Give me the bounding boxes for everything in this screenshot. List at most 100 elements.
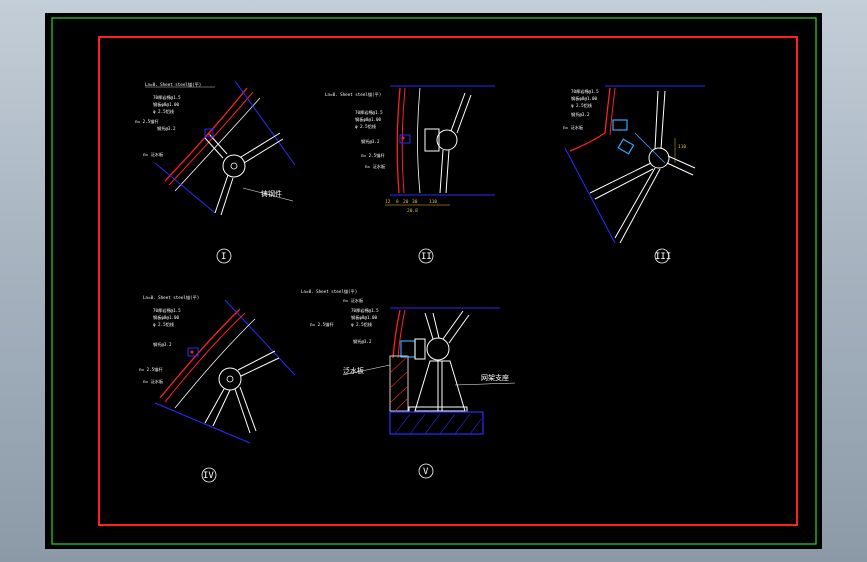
label-2: 钢板φ8@1.00 [153, 101, 180, 108]
ball-joint [436, 129, 458, 151]
detail-number: II [421, 252, 432, 262]
callout-flashing: 泛水板 [343, 366, 364, 375]
roof-panel-arc-1 [159, 308, 241, 399]
strut-down-1 [589, 162, 654, 200]
roof-panel-arc-2 [164, 312, 246, 403]
bracket-1 [612, 119, 628, 131]
ball-joint [218, 367, 242, 391]
connector-plate [424, 128, 440, 152]
bracket-2 [617, 138, 635, 155]
top-note: Ln=0. Sheet steel锚(平) [143, 294, 199, 301]
roof-panel-arc-2 [609, 87, 616, 136]
strut-right [666, 155, 696, 176]
top-note: Ln=0. Sheet steel锚(平) [145, 81, 201, 88]
boundary-line-top [234, 80, 296, 166]
roof-panel-arc-1 [164, 87, 248, 182]
callout-text: 铸钢件 [261, 189, 282, 198]
label-5: n= 2.5锚杆 [135, 118, 159, 125]
detail-number-circle [654, 248, 670, 264]
roof-panel-arc-1 [396, 87, 401, 194]
roof-edge-line [417, 87, 421, 194]
label-4: 钢托@3.2 [361, 138, 380, 145]
connector-plate [400, 340, 416, 358]
foundation-hatch [394, 413, 483, 435]
label-6: n= 2.5锚杆 [310, 321, 334, 328]
label-3: φ 2.5铝线 [355, 123, 377, 130]
roof-panel-arc-2 [401, 87, 406, 194]
cad-drawing: Ln=0. Sheet steel锚(平) 70厚岩棉@1.5 钢板φ8@1.0… [51, 17, 817, 545]
support-cone [414, 360, 466, 412]
detail-number-circle [418, 248, 434, 264]
dimension-2: 8 [396, 199, 399, 205]
label-4: 钢托@3.2 [157, 125, 176, 132]
strut-down [439, 149, 450, 194]
dimension-6: 20.8 [407, 208, 418, 214]
label-2: 钢板φ8@1.00 [355, 116, 382, 123]
dimension-1: 110 [678, 144, 686, 150]
dimension-3: 20 [403, 199, 409, 205]
detail-2: Ln=0. Sheet steel锚(平) 70厚岩棉@1.5 钢板φ8@1.0… [325, 85, 495, 264]
outer-frame [51, 17, 817, 545]
callout-support: 网架支座 [481, 373, 509, 382]
drawing-sheet: Ln=0. Sheet steel锚(平) 70厚岩棉@1.5 钢板φ8@1.0… [45, 13, 822, 549]
label-4: φ 2.5铝线 [351, 321, 373, 328]
strut-1 [237, 350, 280, 377]
ball-joint-center [230, 162, 238, 170]
detail-number-circle [418, 463, 434, 479]
strut-2 [214, 174, 234, 216]
label-1: 70厚岩棉@1.5 [153, 94, 181, 101]
label-6: n= 泛水板 [143, 151, 164, 158]
ball-joint [648, 147, 670, 169]
roof-edge-line [174, 318, 256, 409]
label-3: φ 2.5铝线 [153, 108, 175, 115]
detail-number-circle [216, 248, 232, 264]
detail-3: 110 70厚岩棉@1.5 钢板φ8@1.00 φ 2.5铝线 钢托@3.2 n… [563, 85, 705, 264]
detail-number: III [655, 252, 671, 262]
ball-joint-center [226, 375, 234, 383]
roof-panel-arc-1 [392, 309, 401, 359]
strut-3 [204, 134, 228, 159]
foundation-beam [389, 411, 484, 435]
strut-up [450, 92, 472, 134]
label-6: n= 泛水板 [365, 163, 386, 170]
detail-5: Ln=0. Sheet steel锚(平) n= 泛水板 70厚岩棉@1.5 钢… [301, 288, 516, 479]
support-bracket [204, 128, 214, 138]
callout-leader [242, 187, 294, 202]
support-bracket [399, 134, 411, 144]
boundary-line-bottom [564, 147, 616, 244]
label-3: φ 2.5铝线 [571, 102, 593, 109]
roof-edge-line [174, 97, 261, 192]
concrete-wall [389, 355, 409, 412]
label-5: n= 泛水板 [563, 124, 584, 131]
strut-2 [204, 388, 231, 427]
label-3: 钢板φ8@1.00 [351, 314, 378, 321]
detail-number-circle [201, 467, 217, 483]
roof-panel-arc-2 [397, 309, 406, 359]
label-2: 钢板φ8@1.00 [571, 95, 598, 102]
label-5: n= 2.5锚杆 [139, 366, 163, 373]
label-2: 钢板φ8@1.00 [153, 314, 180, 321]
label-1: 70厚岩棉@1.5 [355, 109, 383, 116]
detail-1: Ln=0. Sheet steel锚(平) 70厚岩棉@1.5 钢板φ8@1.0… [135, 80, 296, 264]
label-2: 70厚岩棉@1.5 [351, 307, 379, 314]
fastener-dot [401, 136, 405, 140]
top-note: Ln=0. Sheet steel锚(平) [325, 91, 381, 98]
strut-down-2 [614, 167, 661, 244]
fastener-dot [207, 132, 211, 136]
label-6: n= 泛水板 [143, 378, 164, 385]
label-4: 钢托@3.2 [571, 111, 590, 118]
support-bracket [187, 347, 199, 357]
strut-1 [240, 132, 284, 164]
dimension-4: 30 [412, 199, 418, 205]
dimension-5: 110 [429, 199, 437, 205]
ball-joint [426, 337, 450, 361]
fastener-dot [190, 350, 194, 354]
label-5: 钢托@3.2 [353, 338, 372, 345]
inner-frame [98, 36, 798, 526]
strut-up-2 [424, 312, 440, 340]
cyan-dimension [634, 132, 666, 164]
detail-4: Ln=0. Sheet steel锚(平) 70厚岩棉@1.5 钢板φ8@1.0… [139, 294, 296, 483]
callout-flashing-leader [342, 364, 391, 376]
wall-hatch [389, 355, 409, 412]
ball-joint [222, 154, 246, 178]
